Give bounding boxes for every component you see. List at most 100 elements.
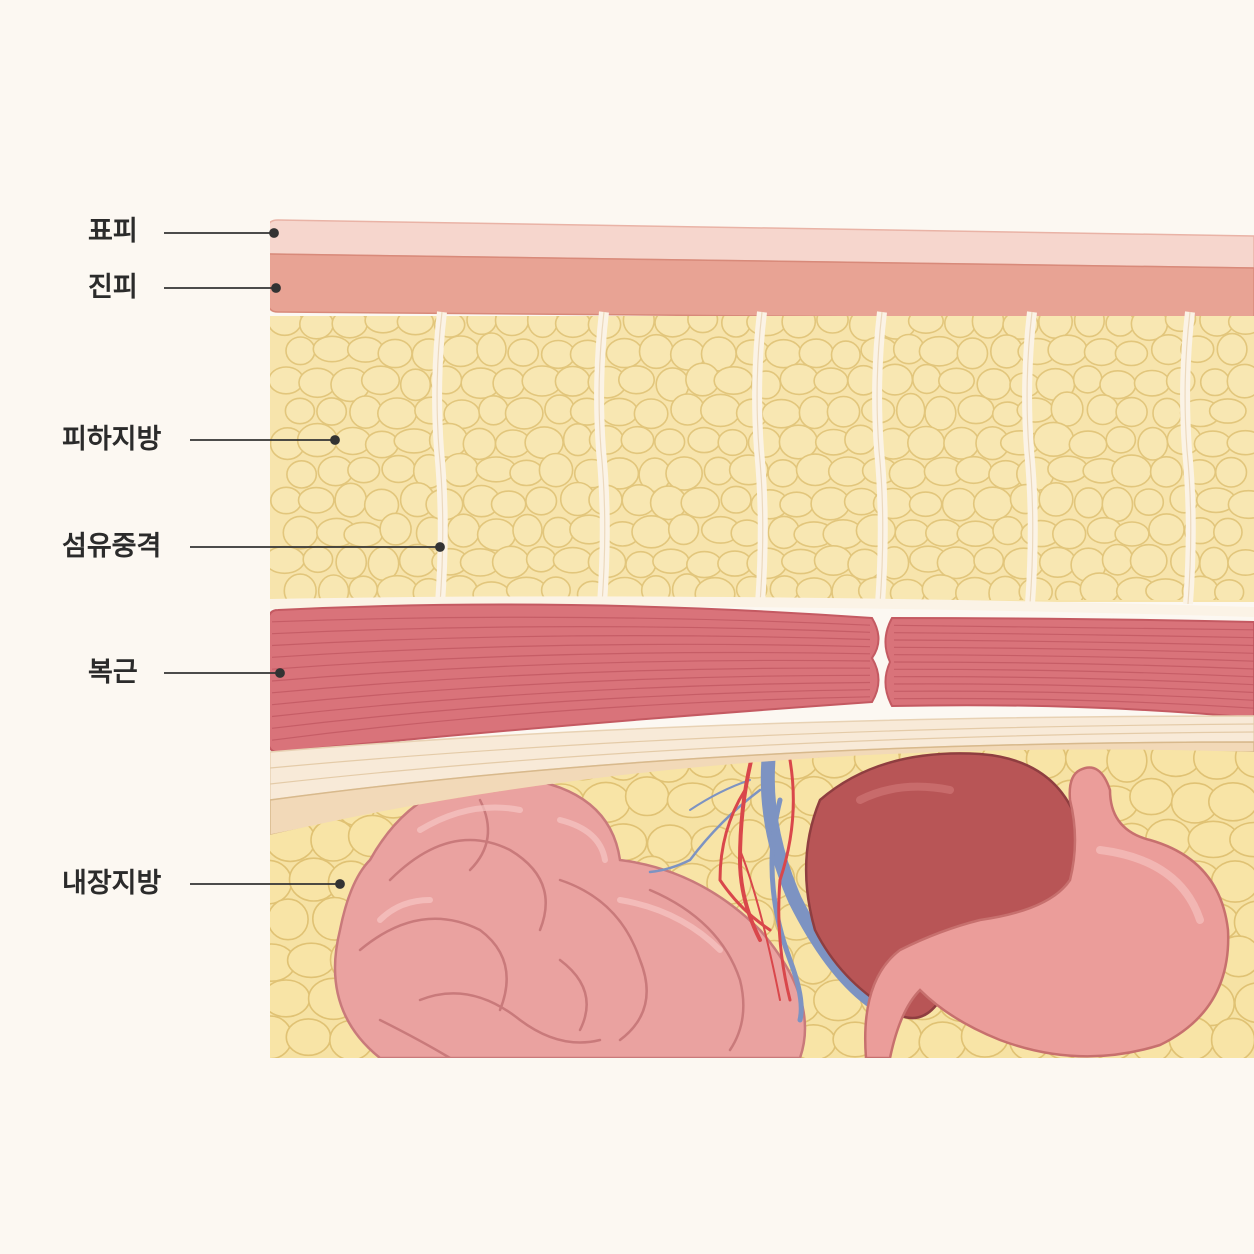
muscle-fiber — [271, 635, 871, 647]
fat-cell — [509, 459, 544, 487]
fat-cell — [703, 456, 734, 486]
fat-cell — [364, 430, 400, 459]
fat-cell — [562, 423, 594, 457]
fat-cell — [1150, 334, 1186, 366]
label-fibrous-septa: 섬유중격 — [62, 531, 162, 562]
fat-cell — [347, 456, 381, 484]
fat-cell — [638, 333, 674, 370]
fat-cell — [1199, 368, 1231, 397]
septum-horizontal — [270, 596, 1254, 617]
fat-cell — [713, 365, 754, 395]
fat-cell — [446, 513, 481, 548]
fat-cell — [600, 397, 639, 427]
fat-cell — [653, 428, 686, 456]
fibrous-septa — [270, 311, 1254, 617]
fat-cell — [1129, 543, 1168, 578]
muscle-fiber — [893, 661, 1254, 670]
fat-cell — [631, 514, 672, 549]
fat-cell — [685, 550, 723, 579]
fat-cell — [936, 546, 976, 580]
fat-cell — [1145, 578, 1186, 600]
fat-cell — [937, 367, 975, 395]
fat-cell — [667, 513, 700, 546]
fat-cell — [652, 548, 690, 575]
fat-cell — [764, 338, 803, 369]
fat-cell — [798, 338, 835, 369]
fat-cell — [1050, 391, 1084, 427]
fat-cell — [270, 898, 309, 941]
fat-cell — [625, 550, 657, 579]
fat-cell — [1101, 543, 1134, 576]
fat-cell — [665, 456, 704, 491]
fat-cell — [346, 336, 384, 363]
fat-cell — [827, 456, 868, 487]
muscle-fiber — [271, 696, 871, 741]
fat-cell — [1216, 332, 1248, 366]
fat-cell — [911, 363, 942, 395]
fat-cell — [1210, 1017, 1254, 1058]
fat-cell — [813, 367, 849, 395]
septum-edge — [756, 311, 764, 605]
abdominal-muscle-left — [270, 603, 880, 754]
fat-cell — [1133, 488, 1165, 517]
fat-cell — [844, 424, 877, 455]
muscle-fiber — [893, 632, 1254, 639]
muscle-fiber — [271, 667, 871, 694]
fat-cell — [317, 574, 350, 600]
fat-cell — [1227, 549, 1254, 576]
fat-cell — [540, 576, 571, 600]
fat-cell — [640, 575, 671, 600]
fat-cell — [349, 395, 383, 430]
mesenteric-vessels — [648, 749, 877, 1023]
fat-cell — [316, 397, 348, 426]
fat-cell — [798, 395, 831, 430]
label-dermis: 진피 — [88, 272, 138, 303]
muscle-fiber — [893, 697, 1254, 709]
fat-cell — [282, 515, 319, 550]
fat-cell — [687, 426, 721, 454]
fat-cell — [907, 316, 944, 334]
fat-cell — [270, 366, 305, 395]
fat-cell — [895, 392, 926, 429]
fat-cell — [1106, 749, 1148, 783]
muscle-fiber — [271, 689, 871, 729]
fat-cell — [525, 545, 557, 573]
muscle-fiber — [893, 624, 1254, 631]
fat-cell — [1214, 579, 1245, 600]
fat-cell — [924, 518, 963, 547]
septum-edge — [598, 311, 606, 605]
fat-cell — [360, 365, 401, 396]
fat-cell — [441, 335, 480, 368]
fat-cell — [381, 454, 416, 484]
fat-cell — [270, 1015, 293, 1058]
fat-cell — [504, 397, 544, 430]
fat-cell — [976, 368, 1012, 401]
fat-cell — [512, 513, 543, 547]
fat-cell — [717, 428, 748, 457]
fat-cell — [1032, 421, 1075, 457]
fat-cell — [761, 398, 802, 429]
fat-cell — [847, 548, 883, 581]
fat-cell — [1137, 426, 1169, 461]
fat-cell — [284, 397, 316, 425]
fat-cell — [396, 316, 435, 336]
fat-cell — [538, 452, 574, 488]
fat-cell — [943, 426, 980, 460]
fat-cell — [906, 425, 946, 461]
fat-cell — [888, 458, 927, 490]
fat-cell — [1105, 425, 1137, 454]
fat-cell — [525, 486, 558, 516]
fat-cell — [1226, 363, 1254, 399]
fat-cell — [1114, 340, 1149, 367]
fat-cell — [507, 338, 540, 367]
fat-cell — [1072, 365, 1103, 394]
fat-cell — [633, 398, 669, 430]
fat-cell — [270, 859, 293, 905]
fat-cell — [363, 488, 400, 522]
fat-cell — [1051, 518, 1087, 550]
muscle-fiber — [271, 643, 871, 658]
muscle-fiber — [271, 651, 871, 670]
fat-cell — [617, 365, 655, 395]
fat-cell — [699, 393, 742, 428]
